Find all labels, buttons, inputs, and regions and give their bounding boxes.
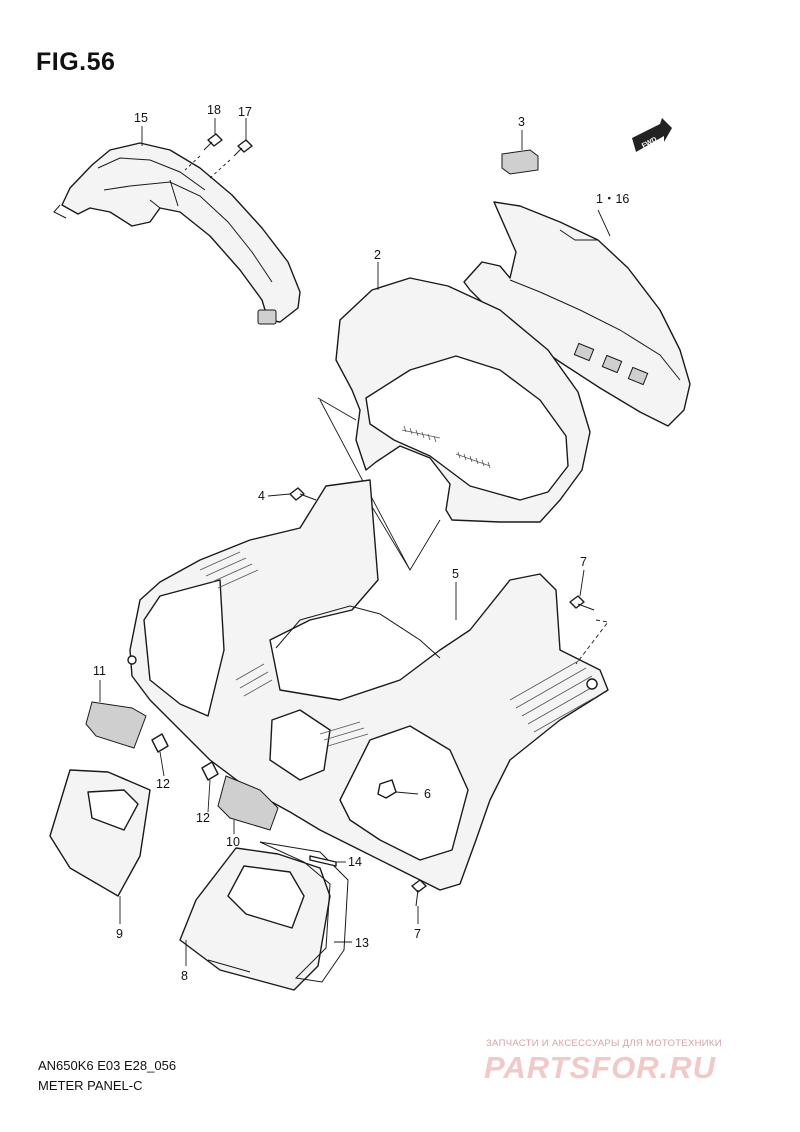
part-9-lid[interactable] xyxy=(49,769,151,924)
label-part-14: 14 xyxy=(348,855,362,869)
part-14-pin[interactable] xyxy=(309,855,346,867)
label-part-8: 8 xyxy=(181,969,188,983)
part-7-screw-bottom[interactable] xyxy=(411,879,427,924)
model-code: AN650K6 E03 E28_056 xyxy=(38,1058,177,1073)
label-part-1-16: 1・16 xyxy=(596,192,629,206)
part-12-clip-b[interactable] xyxy=(201,761,219,813)
part-15-upper-cover[interactable] xyxy=(53,126,301,325)
part-17-screw[interactable] xyxy=(233,118,253,157)
part-18-screw[interactable] xyxy=(203,118,223,151)
label-part-5: 5 xyxy=(452,567,459,581)
part-5-lower-cover[interactable] xyxy=(127,479,609,891)
part-2-meter-visor[interactable] xyxy=(335,262,591,523)
watermark-logo: PARTSFOR.RU xyxy=(484,1050,717,1085)
part-4-screw[interactable] xyxy=(267,487,317,501)
fwd-arrow-badge: FWD xyxy=(632,118,672,152)
label-part-15: 15 xyxy=(134,111,148,125)
part-1-16-side-panel[interactable] xyxy=(463,201,691,427)
label-part-9: 9 xyxy=(116,927,123,941)
label-part-17: 17 xyxy=(238,105,252,119)
part-11-cap[interactable] xyxy=(85,680,147,749)
part-7-screw-top[interactable] xyxy=(569,569,609,665)
part-8-lid[interactable] xyxy=(179,847,331,991)
label-part-7-bottom: 7 xyxy=(414,927,421,941)
label-part-4: 4 xyxy=(258,489,265,503)
part-12-clip-a[interactable] xyxy=(151,733,169,777)
part-6-clip[interactable] xyxy=(377,779,419,799)
part-3-pad[interactable] xyxy=(501,130,539,175)
label-part-12-a: 12 xyxy=(156,777,170,791)
label-part-6: 6 xyxy=(424,787,431,801)
label-part-18: 18 xyxy=(207,103,221,117)
figure-title: FIG.56 xyxy=(36,48,116,76)
label-part-10: 10 xyxy=(226,835,240,849)
section-name: METER PANEL-C xyxy=(38,1078,143,1093)
label-part-12-b: 12 xyxy=(196,811,210,825)
label-part-2: 2 xyxy=(374,248,381,262)
part-10-cap[interactable] xyxy=(217,775,279,834)
label-part-13: 13 xyxy=(355,936,369,950)
watermark-tagline: ЗАПЧАСТИ И АКСЕССУАРЫ ДЛЯ МОТОТЕХНИКИ xyxy=(486,1038,722,1049)
label-part-7-top: 7 xyxy=(580,555,587,569)
label-part-3: 3 xyxy=(518,115,525,129)
label-part-11: 11 xyxy=(93,664,106,678)
